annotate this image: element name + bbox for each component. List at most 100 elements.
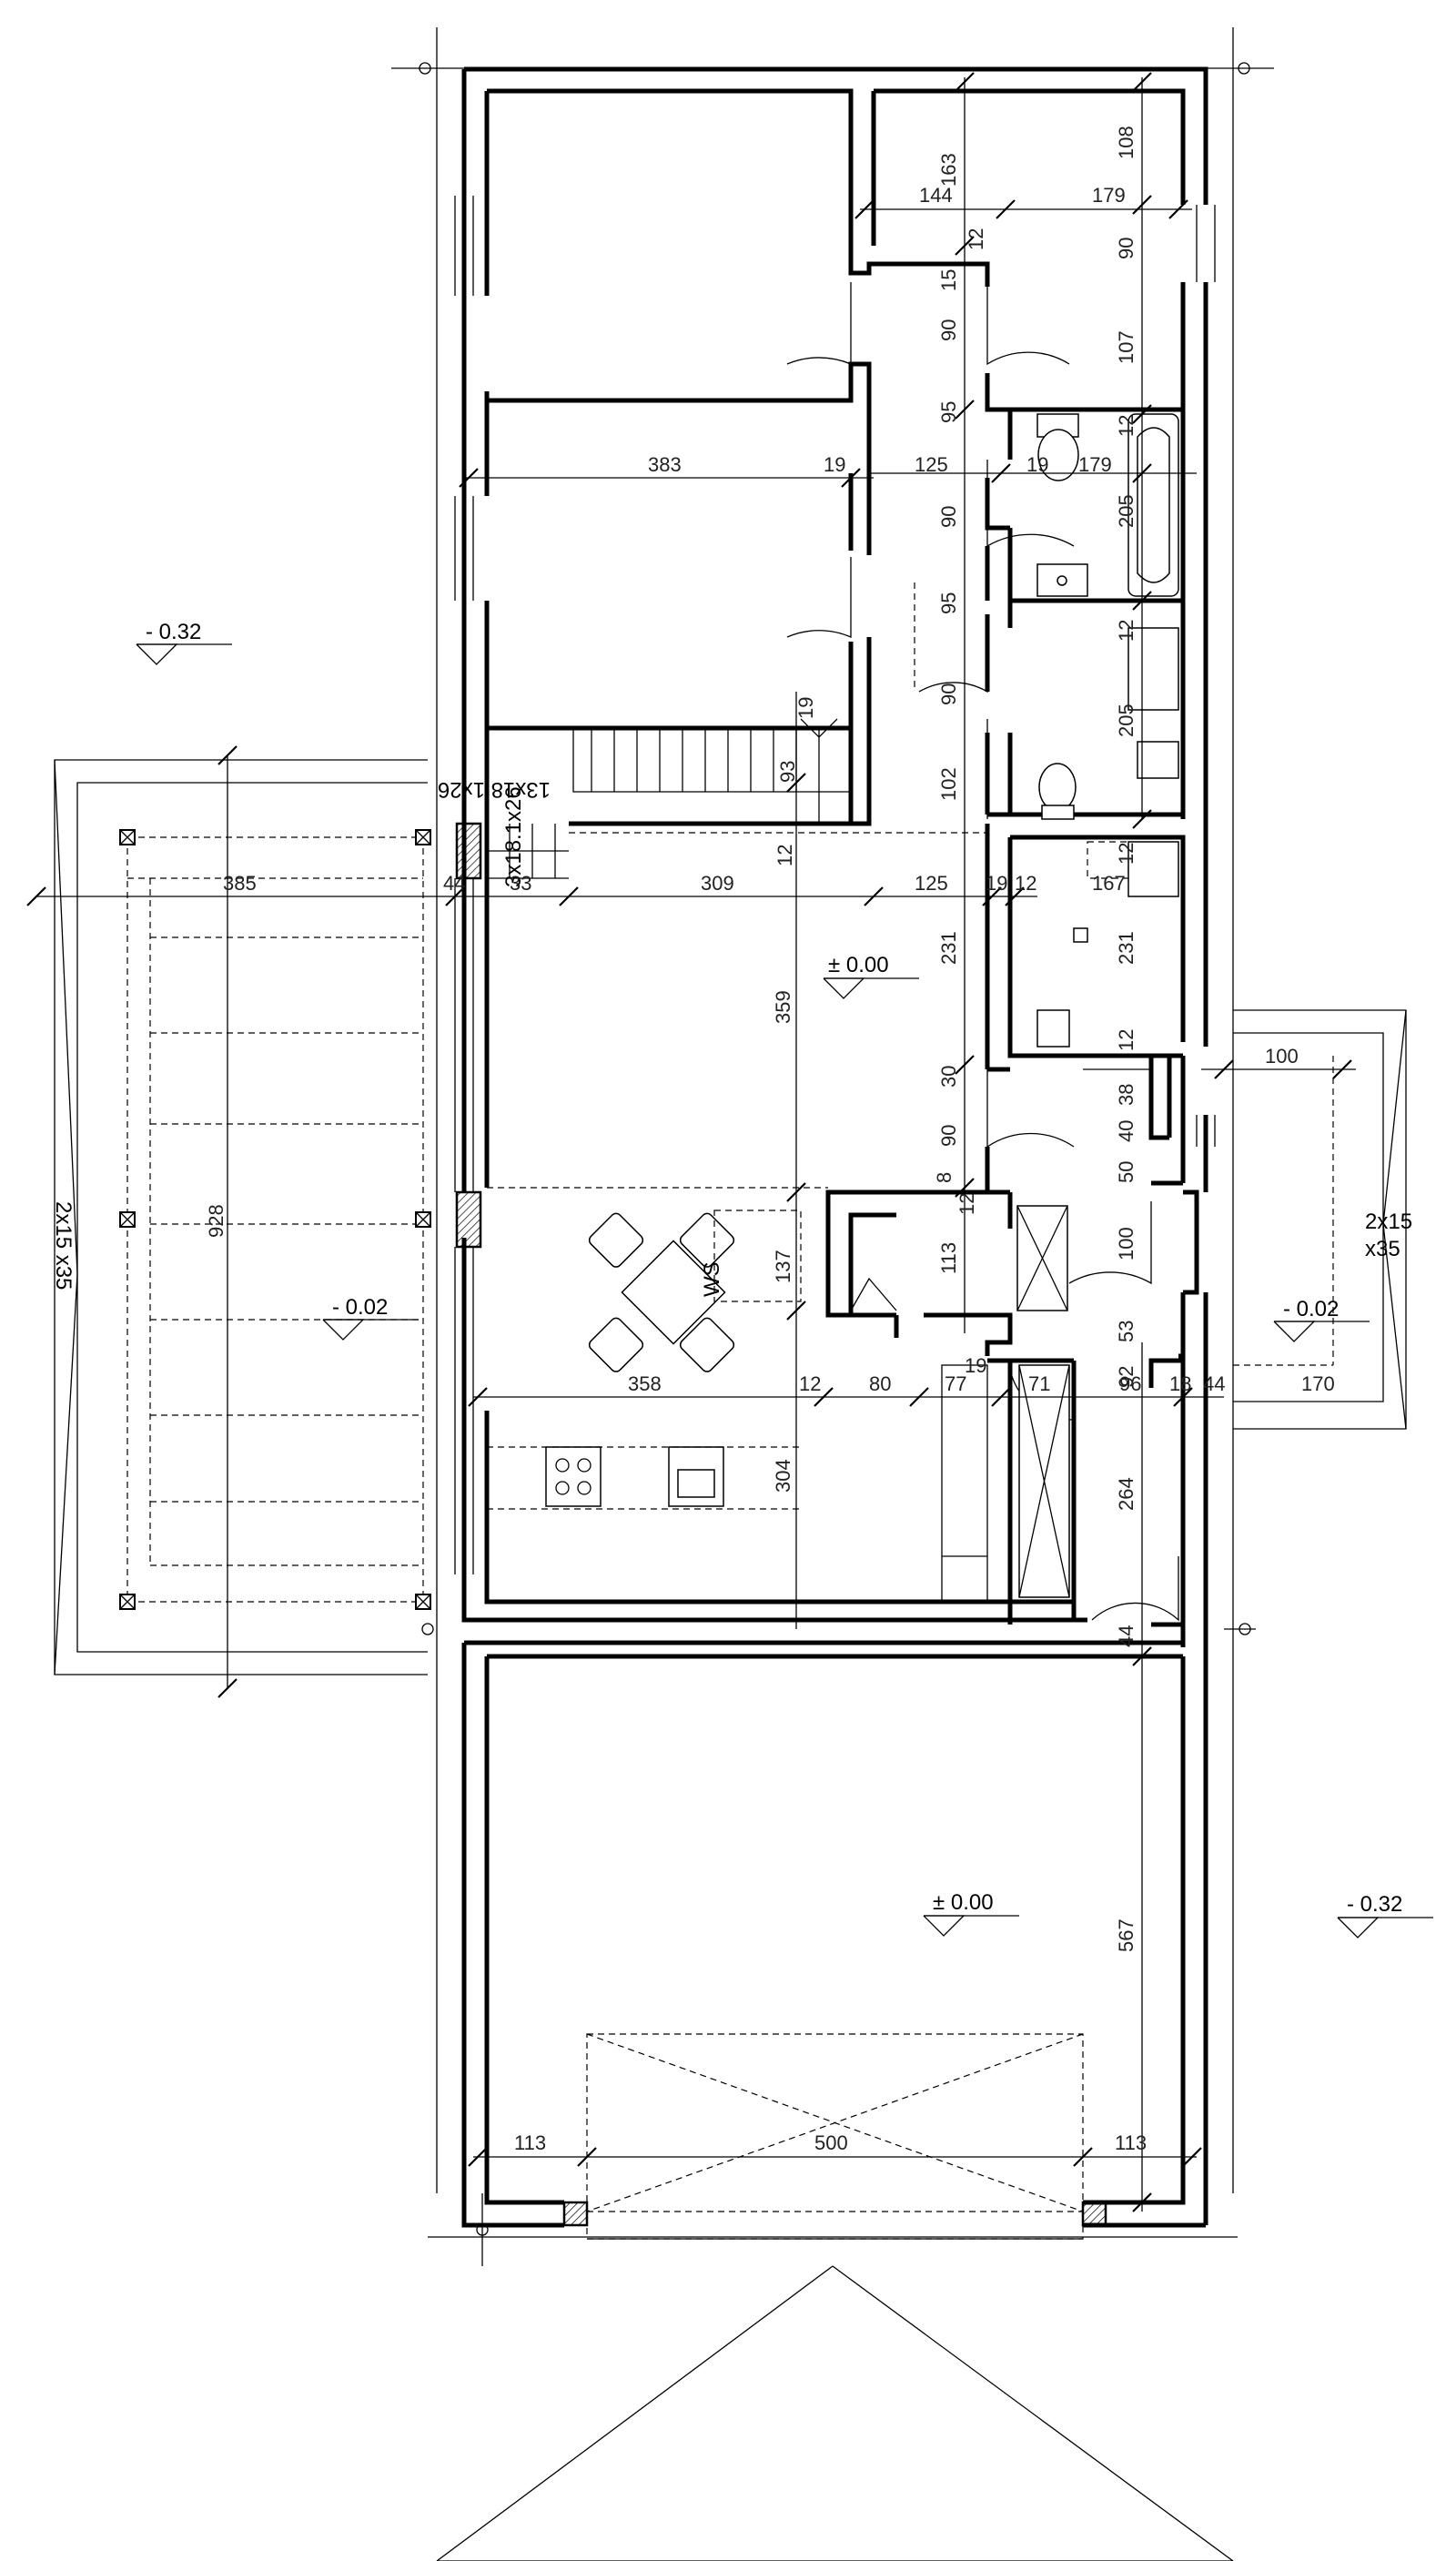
dim-label: 264 (1115, 1477, 1138, 1511)
dim-label: 96 (1119, 1372, 1141, 1395)
dim-label: 108 (1115, 126, 1138, 159)
dim-label: 137 (772, 1250, 794, 1283)
dim-label: 113 (514, 2131, 546, 2154)
dim-label: 90 (937, 683, 960, 705)
dim-label: 100 (1265, 1045, 1299, 1068)
dim-label: 90 (1115, 238, 1138, 259)
dim-label: 113 (1115, 2131, 1147, 2154)
level-living: ± 0.00 (828, 953, 889, 977)
dim-label: 30 (937, 1066, 960, 1088)
garage-opening (436, 2033, 1234, 2561)
left-terrace (54, 759, 431, 1675)
kitchen (487, 1205, 1070, 1603)
dim-label: 19 (1026, 453, 1048, 476)
level-entry-right: - 0.02 (1283, 1297, 1339, 1321)
dim-label: 205 (1115, 494, 1138, 528)
windows (454, 196, 1216, 1574)
dim-label: 179 (1078, 453, 1112, 476)
dim-label: 12 (774, 845, 796, 866)
dim-label: 102 (937, 767, 960, 801)
dim-label: 231 (937, 931, 960, 965)
dim-label: 205 (1115, 704, 1138, 737)
dim-label: 12 (1115, 620, 1138, 642)
stairs (487, 718, 851, 879)
column-right-label-a: 2x15 (1365, 1210, 1412, 1234)
level-labels: - 0.32 - 0.02 ± 0.00 - 0.02 ± 0.00 - 0.3… (146, 620, 1402, 1917)
level-garage: ± 0.00 (933, 1890, 994, 1915)
dim-label: 44 (1203, 1372, 1225, 1395)
dim-label: 93 (776, 761, 799, 783)
dim-label: 12 (799, 1372, 821, 1395)
dim-label: 12 (1115, 843, 1138, 865)
level-markers (136, 643, 1433, 1938)
level-terrace-left: - 0.02 (332, 1295, 388, 1320)
dimension-labels: 163 108 144 179 12 90 15 90 107 95 383 1… (205, 126, 1335, 2154)
dim-label: 19 (794, 697, 817, 719)
dim-label: 80 (869, 1372, 891, 1395)
dim-label: 90 (937, 319, 960, 341)
dim-label: 12 (1015, 872, 1036, 895)
dim-label: 170 (1301, 1372, 1335, 1395)
dimension-lines (26, 72, 1356, 2212)
dim-label: 12 (956, 1193, 978, 1215)
dim-label: 19 (965, 1354, 986, 1377)
dim-label: 125 (915, 872, 948, 895)
dim-label: 107 (1115, 330, 1138, 364)
hatched-columns (455, 822, 1107, 2227)
dim-label: 44 (443, 872, 465, 895)
dim-label: 18 (1169, 1372, 1191, 1395)
dim-label: 928 (205, 1204, 228, 1238)
walls (461, 66, 1208, 2228)
dim-label: 567 (1115, 1918, 1138, 1952)
dim-label: 144 (919, 184, 953, 207)
dim-label: 40 (1115, 1120, 1138, 1142)
dim-label: 113 (937, 1242, 960, 1274)
dim-label: 358 (628, 1372, 662, 1395)
dim-label: 90 (937, 1125, 960, 1147)
fixtures (1036, 413, 1179, 1048)
dim-label: 12 (1115, 415, 1138, 437)
dim-label: 15 (937, 269, 960, 291)
size-labels: 13x18.1x26 3x18.1x26 2x15 x35 2x15 x35 W… (51, 777, 1412, 1297)
dim-label: 19 (824, 453, 845, 476)
dim-label: 12 (965, 228, 987, 250)
dim-label: 359 (772, 990, 794, 1024)
dim-label: 92 (1115, 1366, 1138, 1388)
dim-label: 77 (945, 1372, 966, 1395)
dim-label: 231 (1115, 931, 1138, 965)
dim-label: 95 (937, 401, 960, 423)
dim-label: 385 (223, 872, 257, 895)
dim-label: 71 (1028, 1372, 1050, 1395)
stair-main-label: 13x18.1x26 (438, 777, 551, 802)
dim-label: 38 (1115, 1084, 1138, 1106)
dim-label: 125 (915, 453, 948, 476)
dim-label: 309 (701, 872, 734, 895)
dim-label: 44 (1115, 1625, 1138, 1647)
dim-label: 500 (814, 2131, 848, 2154)
level-terrace-left-outer: - 0.32 (146, 620, 201, 644)
dim-label: 304 (772, 1459, 794, 1493)
dim-label: 383 (648, 453, 682, 476)
dim-label: 8 (933, 1172, 956, 1183)
dim-label: 12 (1115, 1029, 1138, 1051)
column-left-label: 2x15 x35 (51, 1201, 76, 1290)
right-terrace (1233, 1009, 1407, 1430)
dim-label: 163 (937, 153, 960, 187)
dim-label: 95 (937, 592, 960, 614)
dim-label: 167 (1092, 872, 1126, 895)
ws-label: WS (700, 1261, 724, 1297)
column-markers (119, 829, 431, 1610)
dim-label: 179 (1092, 184, 1126, 207)
stair-small-label: 3x18.1x26 (501, 786, 526, 887)
dim-label: 33 (510, 872, 531, 895)
dim-label: 100 (1115, 1227, 1138, 1260)
dashed-outlines (487, 582, 988, 1189)
level-outer-right: - 0.32 (1347, 1892, 1402, 1917)
dim-label: 19 (986, 872, 1007, 895)
column-right-label-b: x35 (1365, 1237, 1400, 1261)
dining-set (588, 1210, 802, 1372)
dim-label: 90 (937, 506, 960, 528)
dim-label: 53 (1115, 1321, 1138, 1342)
dim-label: 50 (1115, 1161, 1138, 1183)
